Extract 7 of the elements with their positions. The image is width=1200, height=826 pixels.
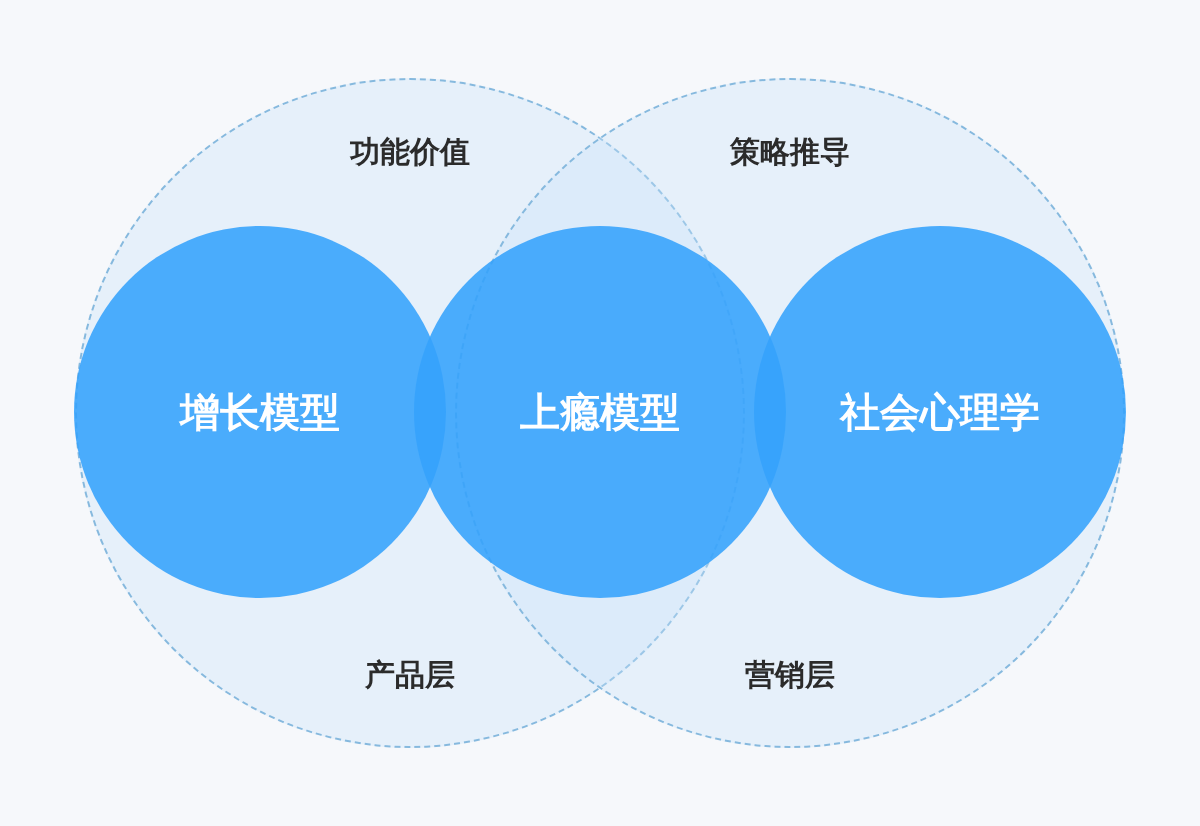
area-label: 策略推导 xyxy=(730,133,850,171)
area-label: 功能价值 xyxy=(350,133,470,171)
circle-label: 上瘾模型 xyxy=(520,387,680,437)
area-label: 营销层 xyxy=(745,656,835,694)
circle-label: 增长模型 xyxy=(180,387,340,437)
circle-label: 社会心理学 xyxy=(840,387,1040,437)
area-label: 产品层 xyxy=(365,656,455,694)
